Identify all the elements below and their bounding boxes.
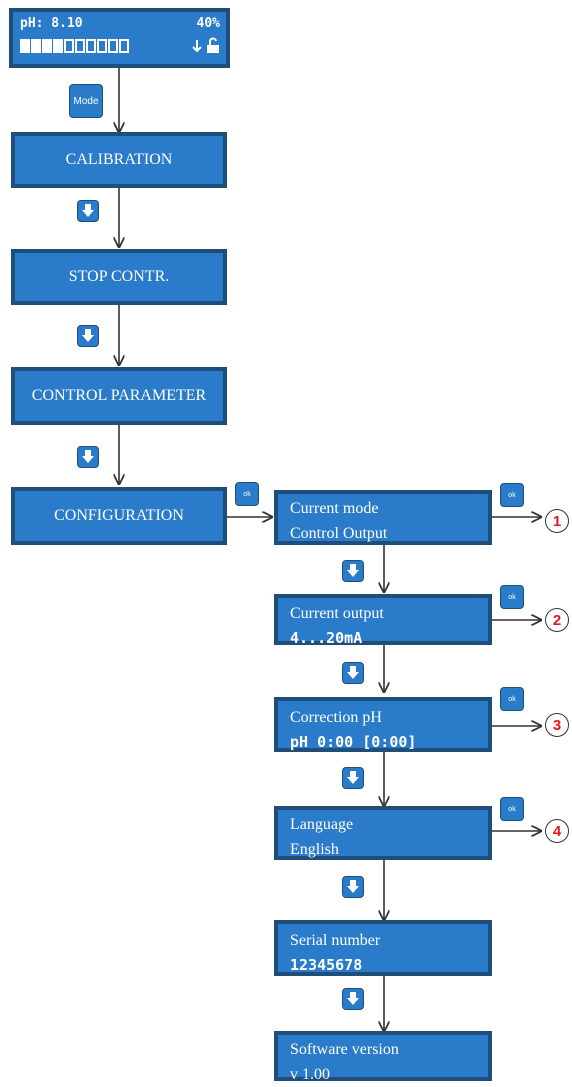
bar-segment-filled [53,38,63,53]
unlock-icon [207,37,219,53]
current-mode-screen[interactable]: Current mode Control Output [274,490,492,545]
control-parameter-menu[interactable]: CONTROL PARAMETER [11,367,227,425]
bar-segment-filled [31,38,41,53]
control-parameter-label: CONTROL PARAMETER [31,387,207,404]
ok-key[interactable]: ok [235,482,259,506]
ok-key[interactable]: ok [500,797,524,821]
bar-segment-empty [108,38,118,53]
stop-control-menu[interactable]: STOP CONTR. [11,249,227,305]
down-key[interactable] [342,560,364,582]
down-key[interactable] [77,325,99,347]
mode-key[interactable]: Mode [69,84,103,118]
current-mode-title: Current mode [290,500,379,517]
down-arrow-icon [82,450,94,463]
serial-number-value: 12345678 [290,956,363,974]
configuration-label: CONFIGURATION [54,507,184,524]
language-value: English [290,841,339,858]
language-screen[interactable]: Language English [274,806,492,860]
down-arrow-icon [82,329,94,342]
serial-number-screen: Serial number 12345678 [274,920,492,976]
marker-number: 3 [552,716,562,734]
level-bar [20,38,129,53]
bar-segment-filled [20,38,30,53]
software-version-screen: Software version v 1.00 [274,1031,492,1083]
software-version-value: v 1.00 [290,1066,330,1083]
configuration-menu[interactable]: CONFIGURATION [11,487,227,545]
ok-key[interactable]: ok [500,585,524,609]
ok-key[interactable]: ok [500,687,524,711]
callout-marker-3: 3 [545,713,569,737]
down-key[interactable] [342,767,364,789]
bar-segment-empty [119,38,129,53]
calibration-menu[interactable]: CALIBRATION [11,132,227,188]
software-version-title: Software version [290,1041,399,1058]
correction-ph-value: pH 0:00 [0:00] [290,733,417,751]
flow-connectors [0,68,572,1061]
bar-segment-empty [75,38,85,53]
down-key[interactable] [342,988,364,1010]
current-output-value: 4...20mA [290,629,363,647]
lcd-display: pH: 8.10 40% [9,8,230,68]
callout-marker-2: 2 [545,608,569,632]
ph-reading: pH: 8.10 [20,16,83,31]
down-key[interactable] [342,876,364,898]
down-arrow-icon [347,564,359,577]
marker-number: 4 [552,822,562,840]
percent-reading: 40% [196,16,220,31]
down-arrow-icon [347,992,359,1005]
correction-ph-title: Correction pH [290,709,382,726]
down-key[interactable] [77,200,99,222]
marker-number: 1 [552,512,562,530]
down-arrow-icon [192,39,202,52]
stop-control-label: STOP CONTR. [68,268,170,285]
down-arrow-icon [347,771,359,784]
down-key[interactable] [342,662,364,684]
callout-marker-4: 4 [545,819,569,843]
bar-segment-empty [97,38,107,53]
marker-number: 2 [552,611,562,629]
correction-ph-screen[interactable]: Correction pH pH 0:00 [0:00] [274,697,492,752]
serial-number-title: Serial number [290,932,381,949]
down-key[interactable] [77,446,99,468]
current-output-title: Current output [290,605,384,622]
callout-marker-1: 1 [545,509,569,533]
calibration-label: CALIBRATION [65,151,173,168]
down-arrow-icon [347,880,359,893]
bar-segment-empty [64,38,74,53]
bar-segment-filled [42,38,52,53]
down-arrow-icon [82,204,94,217]
down-arrow-icon [347,666,359,679]
current-output-screen[interactable]: Current output 4...20mA [274,594,492,647]
current-mode-value: Control Output [290,525,388,542]
bar-segment-empty [86,38,96,53]
language-title: Language [290,816,354,833]
ok-key[interactable]: ok [500,483,524,507]
